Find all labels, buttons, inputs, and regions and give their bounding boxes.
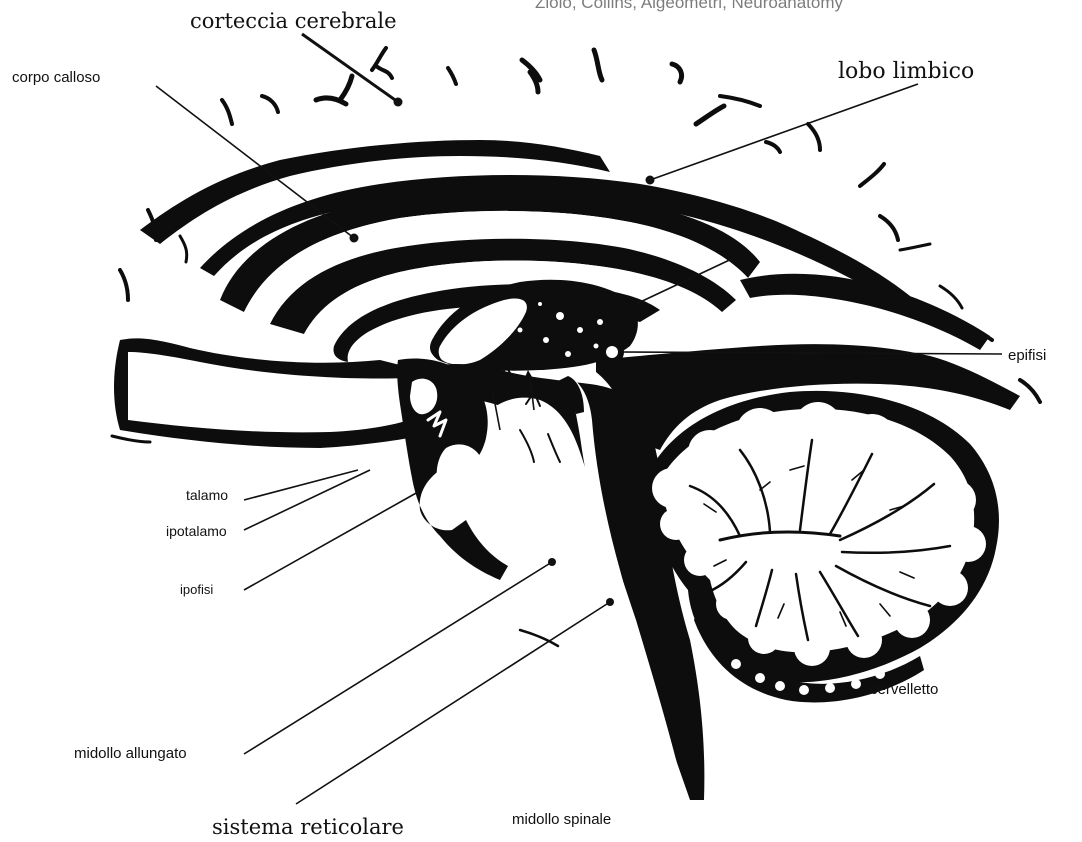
label-ipofisi: ipofisi xyxy=(180,582,213,597)
occipital-ink xyxy=(740,274,990,350)
label-epifisi: epifisi xyxy=(1008,347,1046,364)
label-midollo-allungato: midollo allungato xyxy=(74,745,187,762)
label-talamo: talamo xyxy=(186,487,228,503)
leader-corteccia xyxy=(302,34,398,102)
label-lobo-limbico: lobo limbico xyxy=(838,59,974,84)
leader-midollo-allungato xyxy=(244,562,552,754)
leader-lobo-limbico xyxy=(650,84,918,180)
label-ipotalamo: ipotalamo xyxy=(166,523,227,539)
leader-talamo xyxy=(244,470,358,500)
pointer-midollo-allungato xyxy=(548,558,556,566)
leader-ipofisi xyxy=(244,492,418,590)
leader-ipotalamo xyxy=(244,470,370,530)
header-fragment-right: Ziolo, Collins, Algeometri, Neuroanatomy xyxy=(535,0,844,12)
label-cervelletto: cervelletto xyxy=(870,681,938,698)
pointer-corteccia xyxy=(394,98,403,107)
pointer-corpo-calloso xyxy=(350,234,359,243)
pointer-lobo-limbico xyxy=(646,176,655,185)
cortex-sulci-marks xyxy=(222,48,820,152)
pituitary-white xyxy=(437,444,485,504)
leader-sistema-reticolare xyxy=(296,602,610,804)
pointer-sistema-reticolare xyxy=(606,598,614,606)
label-corteccia-cerebrale: corteccia cerebrale xyxy=(190,9,397,33)
label-sistema-reticolare: sistema reticolare xyxy=(212,815,404,839)
pineal-gland-core xyxy=(606,346,618,358)
label-corpo-calloso: corpo calloso xyxy=(12,69,100,86)
label-midollo-spinale: midollo spinale xyxy=(512,811,611,828)
